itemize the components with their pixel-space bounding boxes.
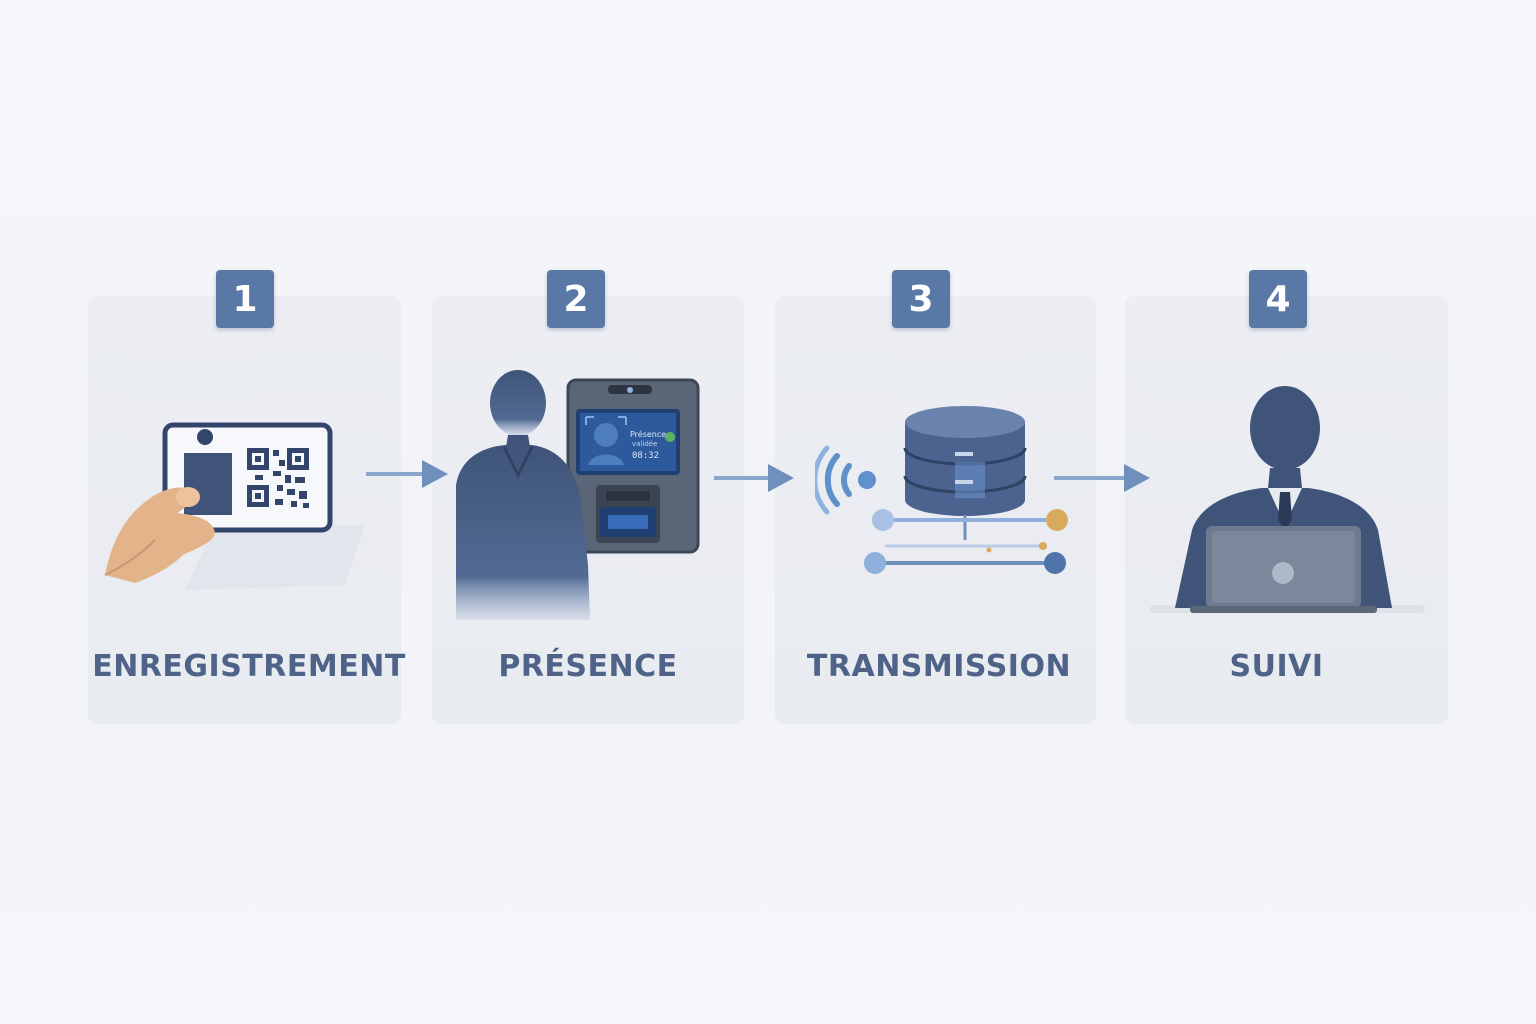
step-number-2: 2 xyxy=(547,270,605,328)
step-label-1: ENREGISTREMENT xyxy=(92,648,406,684)
arrow-2-to-3 xyxy=(714,464,794,492)
database-network-icon xyxy=(815,406,1068,574)
face-recognition-terminal-icon: Présence validée 08:32 xyxy=(456,370,700,620)
step-number-3: 3 xyxy=(892,270,950,328)
terminal-time: 08:32 xyxy=(632,451,659,461)
arrow-3-to-4 xyxy=(1054,464,1150,492)
step-label-2: PRÉSENCE xyxy=(498,648,678,684)
id-card-qr-icon xyxy=(104,422,365,590)
step-number-1: 1 xyxy=(216,270,274,328)
step-label-4: SUIVI xyxy=(1229,648,1324,684)
terminal-status-line2: validée xyxy=(632,440,657,448)
step-label-3: TRANSMISSION xyxy=(806,648,1072,684)
person-laptop-icon xyxy=(1150,386,1425,613)
step-number-4: 4 xyxy=(1249,270,1307,328)
arrow-1-to-2 xyxy=(366,460,448,488)
terminal-status-line1: Présence xyxy=(630,429,666,439)
